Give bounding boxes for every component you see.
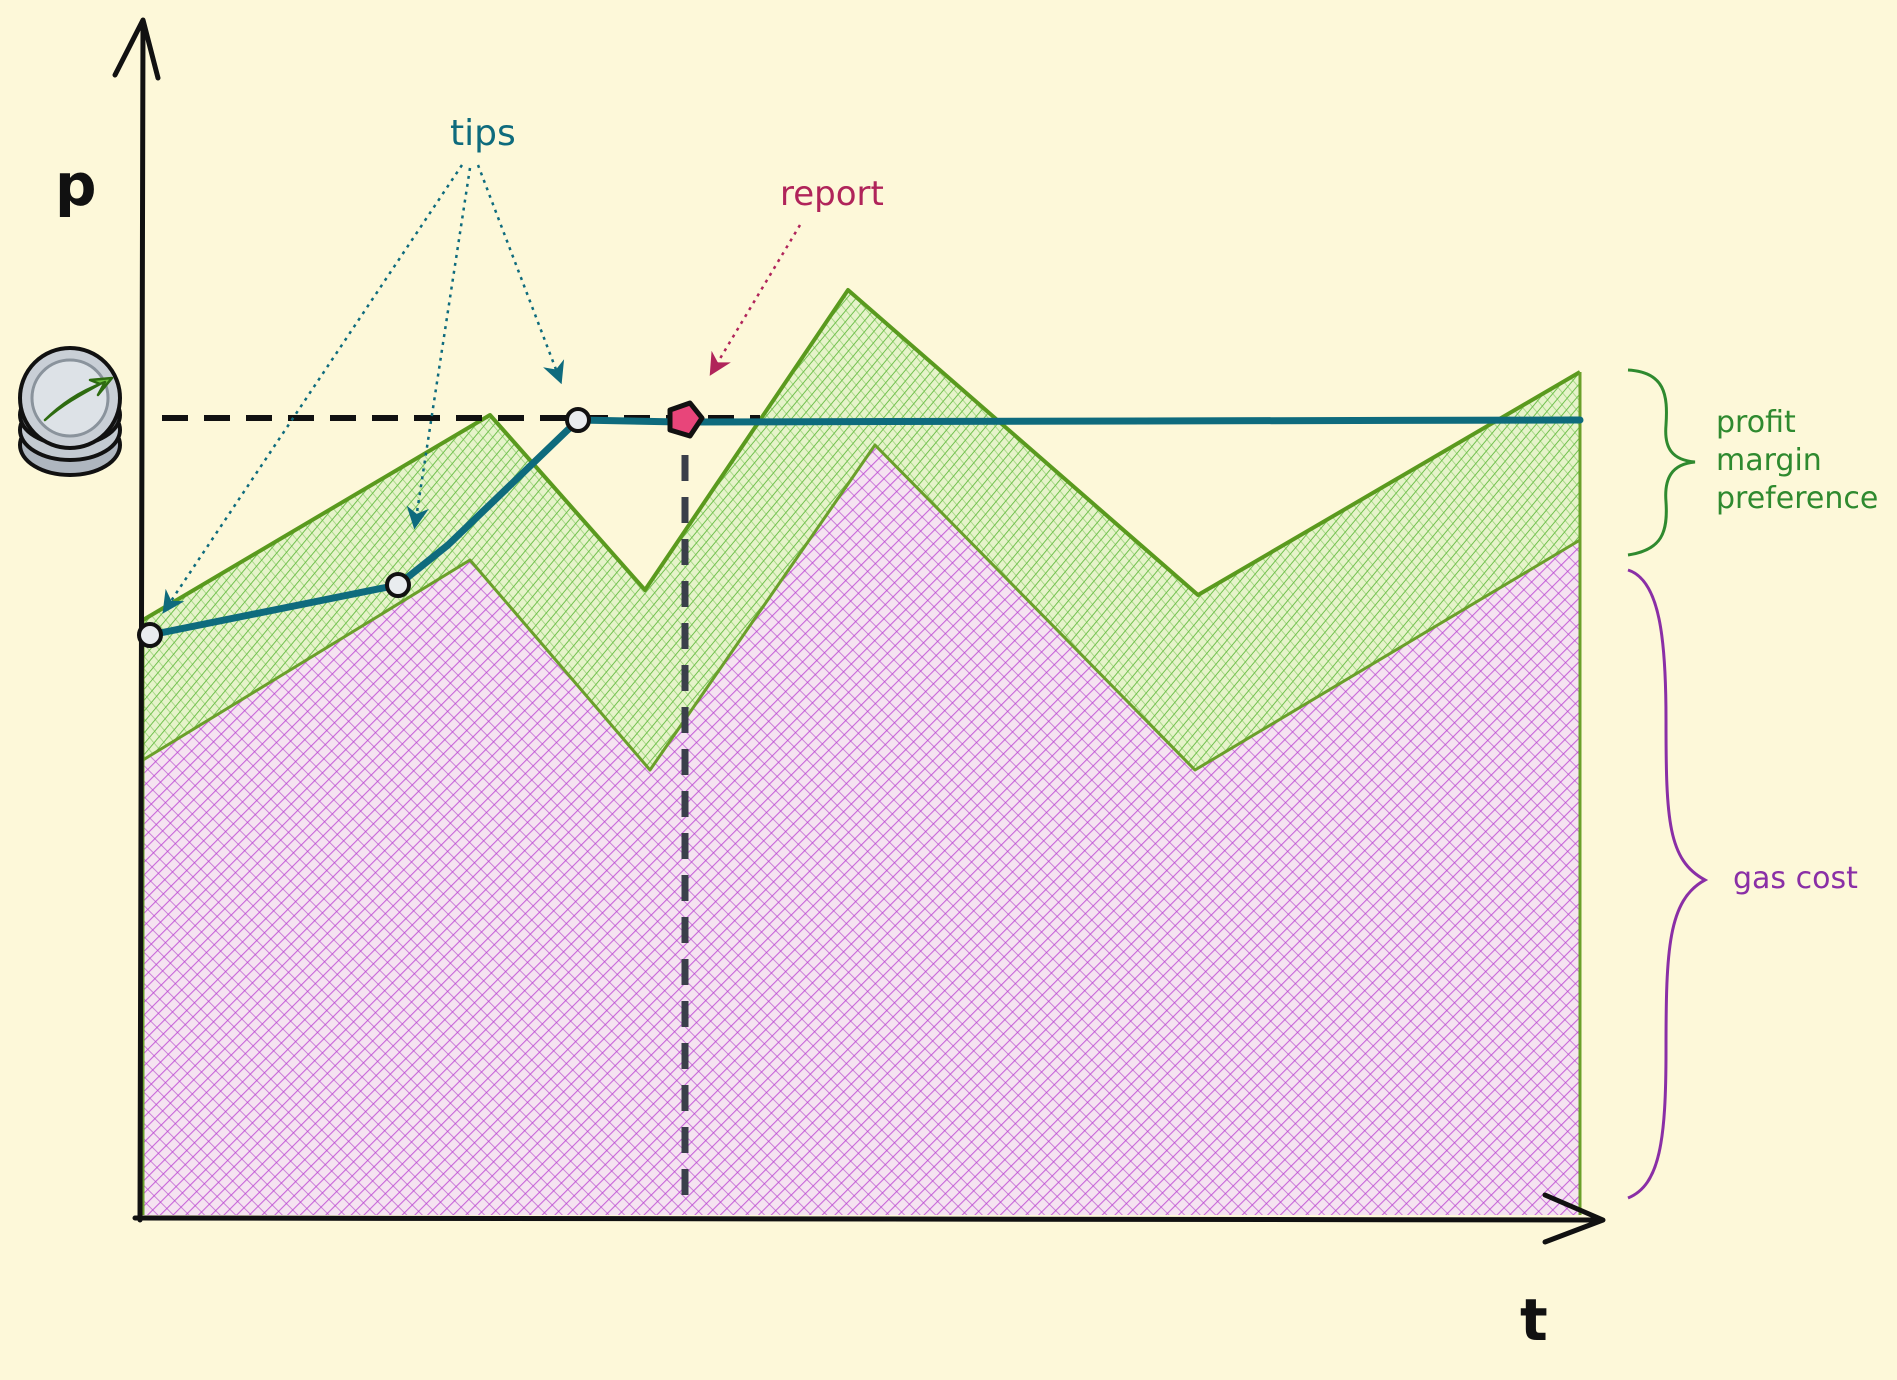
x-axis [132,1215,1603,1223]
gas-cost-label: gas cost [1733,861,1858,896]
report-marker [667,400,705,439]
report-arrow [709,224,802,376]
profit-label-line2: margin [1716,443,1822,478]
coin-stack-icon [18,346,122,477]
gas-cost-brace [1627,568,1709,1200]
report-label: report [780,174,884,214]
x-axis-label: t [1520,1286,1548,1354]
profit-margin-area [141,288,1582,770]
y-axis-label: p [55,151,97,219]
profit-margin-brace [1627,368,1696,557]
tips-arrows [162,164,565,614]
tip-point [137,622,163,648]
gas-cost-area [141,372,1582,1215]
x-axis-arrowhead [1542,1192,1606,1245]
y-axis-arrowhead [112,17,161,81]
axes [112,17,1606,1245]
y-axis [137,19,146,1223]
tip-line [146,416,1584,639]
profit-label-line1: profit [1716,405,1796,440]
tip-point [385,572,411,598]
tip-point [565,407,591,433]
profit-label-line3: preference [1716,481,1878,516]
tips-label: tips [450,113,516,154]
